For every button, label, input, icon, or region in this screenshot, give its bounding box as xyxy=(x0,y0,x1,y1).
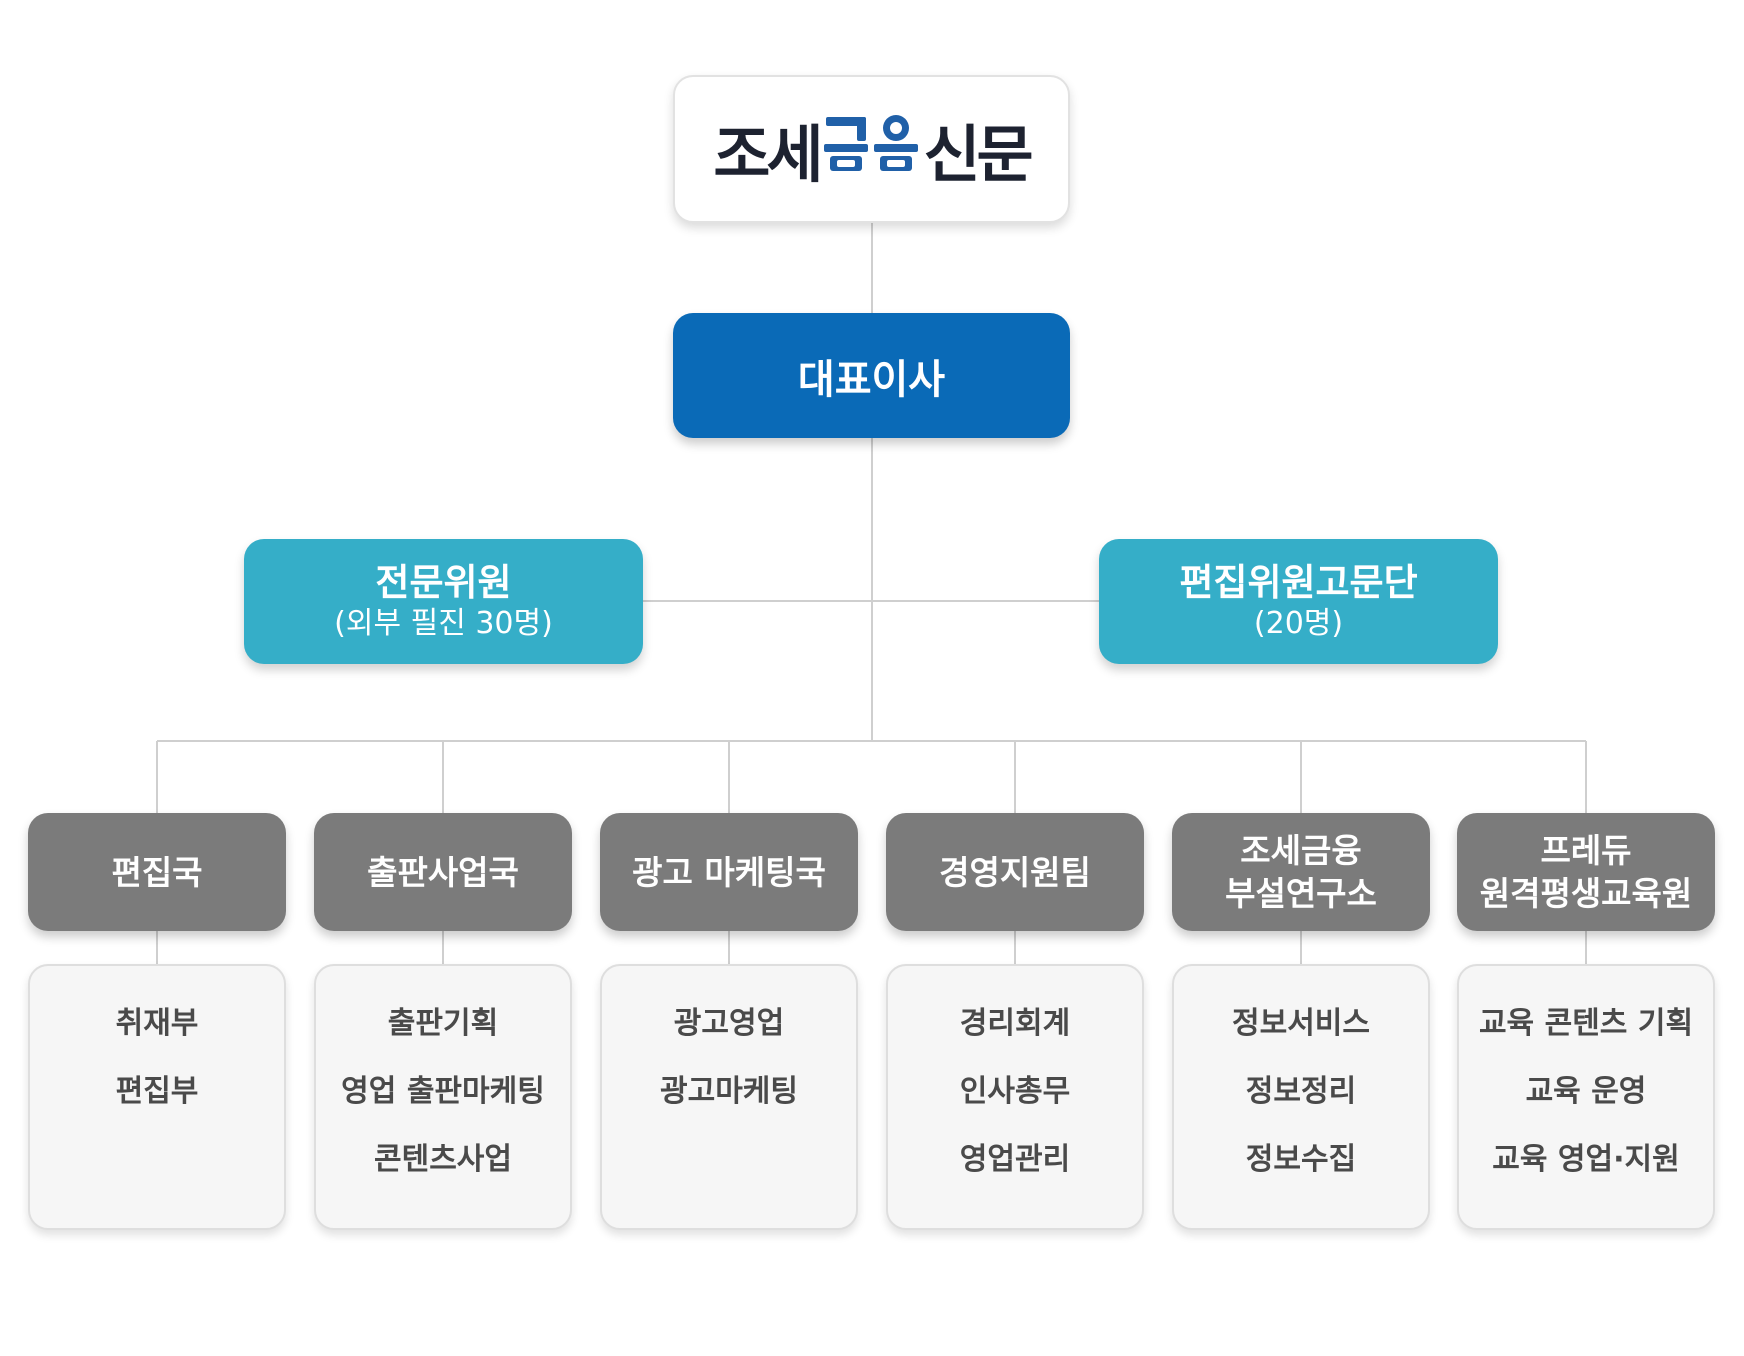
dept-label: 광고 마케팅국 xyxy=(632,852,826,892)
logo-text-right: 신문 xyxy=(923,118,1034,191)
sub-item: 편집부 xyxy=(115,1074,199,1109)
dept-label: 편집국 xyxy=(111,852,203,892)
ceo-box: 대표이사 xyxy=(673,313,1070,438)
sub-item: 영업관리 xyxy=(959,1142,1071,1177)
dept-box-management: 경영지원팀 xyxy=(886,813,1144,931)
sub-item: 정보수집 xyxy=(1245,1142,1357,1177)
sub-item: 인사총무 xyxy=(959,1074,1071,1109)
sub-box-research: 정보서비스 정보정리 정보수집 xyxy=(1172,964,1430,1230)
dept-box-research: 조세금융 부설연구소 xyxy=(1172,813,1430,931)
advisor-title: 전문위원 xyxy=(375,560,512,604)
sub-box-management: 경리회계 인사총무 영업관리 xyxy=(886,964,1144,1230)
dept-box-editorial: 편집국 xyxy=(28,813,286,931)
dept-label: 경영지원팀 xyxy=(939,852,1091,892)
advisor-subtitle: (외부 필진 30명) xyxy=(334,605,553,641)
sub-item: 정보정리 xyxy=(1245,1074,1357,1109)
ceo-label: 대표이사 xyxy=(797,356,946,403)
advisor-subtitle: (20명) xyxy=(1253,605,1344,641)
company-logo: 조세 신문 xyxy=(713,104,1034,194)
dept-label: 원격평생교육원 xyxy=(1479,874,1693,913)
dept-label: 출판사업국 xyxy=(367,852,519,892)
sub-box-education: 교육 콘텐츠 기획 교육 운영 교육 영업·지원 xyxy=(1457,964,1715,1230)
sub-item: 경리회계 xyxy=(959,1006,1071,1041)
company-logo-box: 조세 신문 xyxy=(673,75,1070,223)
dept-box-education: 프레듀 원격평생교육원 xyxy=(1457,813,1715,931)
sub-item: 취재부 xyxy=(115,1006,199,1041)
sub-item: 콘텐츠사업 xyxy=(374,1142,512,1177)
sub-item: 광고영업 xyxy=(673,1006,785,1041)
sub-box-editorial: 취재부 편집부 xyxy=(28,964,286,1230)
sub-item: 광고마케팅 xyxy=(660,1074,798,1109)
sub-item: 교육 영업·지원 xyxy=(1492,1142,1680,1177)
dept-box-advertising: 광고 마케팅국 xyxy=(600,813,858,931)
dept-label: 프레듀 xyxy=(1540,831,1632,870)
dept-label: 부설연구소 xyxy=(1225,874,1377,913)
sub-box-advertising: 광고영업 광고마케팅 xyxy=(600,964,858,1230)
logo-mark xyxy=(823,111,920,188)
logo-text-left: 조세 xyxy=(713,118,823,191)
dept-box-publishing: 출판사업국 xyxy=(314,813,572,931)
sub-item: 영업 출판마케팅 xyxy=(341,1074,545,1109)
advisor-title: 편집위원고문단 xyxy=(1179,560,1418,604)
sub-item: 교육 콘텐츠 기획 xyxy=(1478,1006,1694,1041)
sub-box-publishing: 출판기획 영업 출판마케팅 콘텐츠사업 xyxy=(314,964,572,1230)
sub-item: 정보서비스 xyxy=(1232,1006,1370,1041)
dept-label: 조세금융 xyxy=(1240,831,1362,870)
sub-item: 교육 운영 xyxy=(1525,1074,1647,1109)
advisor-box-experts: 전문위원 (외부 필진 30명) xyxy=(244,539,643,664)
advisor-box-editorial-board: 편집위원고문단 (20명) xyxy=(1099,539,1498,664)
sub-item: 출판기획 xyxy=(387,1006,499,1041)
